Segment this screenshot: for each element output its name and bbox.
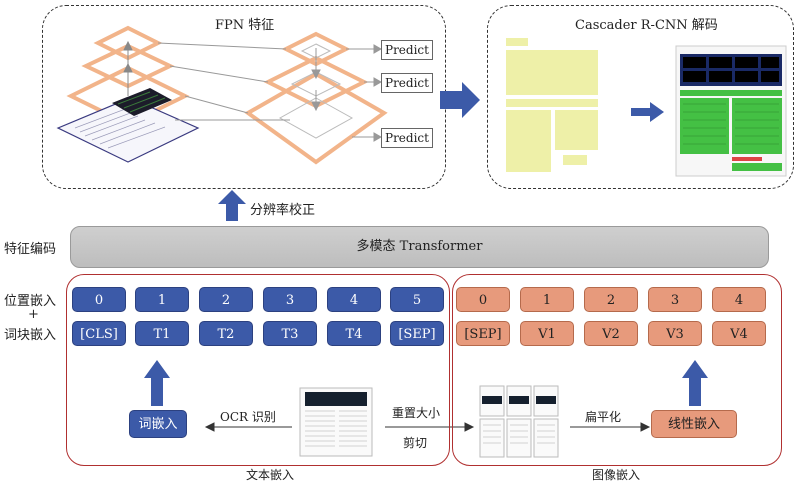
image-token: V1 (520, 321, 574, 346)
image-embedding-caption: 图像嵌入 (592, 468, 641, 482)
image-position-token: 2 (584, 287, 638, 312)
image-position-token: 3 (648, 287, 702, 312)
text-token: [CLS] (72, 321, 126, 346)
image-token: [SEP] (456, 321, 510, 346)
text-position-token: 4 (327, 287, 381, 312)
flatten-label: 扁平化 (585, 410, 622, 424)
layout-yellow-page (506, 38, 598, 172)
predict-box-1: Predict (381, 40, 433, 60)
text-position-token: 3 (263, 287, 317, 312)
cascade-title: Cascader R-CNN 解码 (575, 18, 718, 33)
yellow-to-green-arrow (631, 102, 664, 122)
source-document (299, 387, 373, 457)
multimodal-transformer-bar: 多模态 Transformer (70, 226, 769, 268)
image-token: V3 (648, 321, 702, 346)
text-position-token: 5 (390, 287, 444, 312)
text-token: T4 (327, 321, 381, 346)
linear-embed-up-arrow (682, 360, 708, 406)
ocr-label: OCR 识别 (220, 410, 276, 424)
text-token: [SEP] (390, 321, 444, 346)
resize-label: 重置大小 (392, 406, 441, 420)
plus-sign: + (28, 307, 39, 322)
image-position-token: 0 (456, 287, 510, 312)
text-embedding-frame (66, 274, 450, 466)
predict-box-2: Predict (381, 73, 433, 93)
text-position-token: 0 (72, 287, 126, 312)
text-embedding-caption: 文本嵌入 (246, 468, 295, 482)
image-embedding-frame (452, 274, 782, 466)
predict-box-3: Predict (381, 128, 433, 148)
text-position-token: 2 (199, 287, 253, 312)
word-embedding-box: 词嵌入 (129, 410, 187, 438)
text-token: T1 (135, 321, 189, 346)
text-token: T3 (263, 321, 317, 346)
fpn-to-cascade-arrow (440, 82, 480, 118)
feature-encoding-label: 特征编码 (4, 242, 57, 257)
fpn-title: FPN 特征 (215, 18, 275, 33)
image-patches (479, 385, 559, 458)
fpn-document (56, 97, 200, 163)
word-embed-up-arrow (144, 360, 170, 406)
token-embedding-label: 词块嵌入 (4, 328, 57, 343)
position-embedding-label: 位置嵌入 (4, 294, 57, 309)
image-token: V2 (584, 321, 638, 346)
resolution-arrow (218, 190, 246, 221)
linear-embedding-box: 线性嵌入 (651, 410, 737, 438)
detected-text-blocks (680, 90, 782, 154)
crop-label: 剪切 (403, 436, 428, 450)
text-token: T2 (199, 321, 253, 346)
image-position-token: 1 (520, 287, 574, 312)
image-token: V4 (712, 321, 766, 346)
resolution-correction-label: 分辨率校正 (250, 203, 316, 218)
image-position-token: 4 (712, 287, 766, 312)
text-position-token: 1 (135, 287, 189, 312)
